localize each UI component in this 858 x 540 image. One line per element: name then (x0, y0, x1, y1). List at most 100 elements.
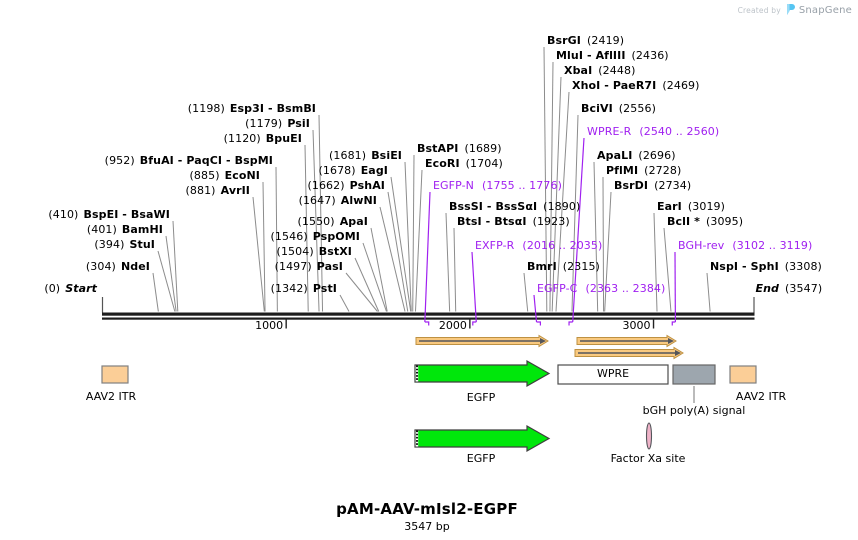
primer-label-egfp-c: EGFP-C(2363 .. 2384) (537, 282, 666, 295)
leader-line-bsssi-bsss-i (445, 212, 451, 312)
leader-line-psti (339, 294, 350, 312)
site-label-eari: EarI(3019) (657, 200, 726, 213)
backbone-bottom (102, 317, 755, 320)
leader-line-xbai (551, 76, 562, 312)
orf-arrow-head-3 (675, 350, 681, 356)
ruler-number-3000: 3000 (622, 318, 651, 332)
site-label-pflmi: PflMI(2728) (606, 164, 682, 177)
site-label-bamhi: (401)BamHI (86, 223, 163, 236)
leader-line-psii (312, 129, 320, 312)
leader-line-bsrdi (604, 191, 612, 312)
site-label-pshai: (1662)PshAI (307, 179, 385, 192)
site-label-bcivi: BciVI(2556) (581, 102, 656, 115)
feature-egfp-cds-1 (414, 359, 551, 388)
primer-leader-egfp-c (533, 294, 538, 323)
site-label-econi: (885)EcoNI (189, 169, 260, 182)
site-label-bmri: BmrI(2315) (527, 260, 600, 273)
feature-egfp-cds-2 (414, 424, 551, 453)
ruler-number-1000: 1000 (255, 318, 284, 332)
site-label-bsssi-bsss-i: BssSI - BssSαI(1890) (449, 200, 581, 213)
primer-bracket-exfp-r (472, 321, 477, 326)
end-label: End(3547) (755, 282, 823, 295)
site-label-pasi: (1497)PasI (274, 260, 343, 273)
leader-line-alwni (379, 206, 406, 312)
feature-label-bgh-poly-a: bGH poly(A) signal (642, 404, 746, 417)
leader-line-econi (262, 181, 266, 312)
leader-line-pshai (387, 191, 409, 312)
site-label-pspomi: (1546)PspOMI (270, 230, 360, 243)
leader-line-bstapi (412, 154, 415, 312)
feature-aav2-itr-right (729, 365, 757, 384)
primer-bracket-wpre-r (568, 321, 573, 326)
plasmid-name: pAM-AAV-mIsl2-EGPF (336, 500, 518, 518)
site-label-xbai: XbaI(2448) (564, 64, 636, 77)
credit-prefix-text: Created by (737, 5, 781, 15)
feature-aav2-itr-left (101, 365, 129, 384)
site-label-btsi-bts-i: BtsI - BtsαI(1923) (457, 215, 570, 228)
leader-line-xhoi-paer7i (555, 91, 570, 312)
feature-bgh-poly-a (672, 364, 716, 385)
leader-line-bcli (663, 227, 672, 312)
leader-line-bamhi (165, 235, 177, 312)
snapgene-logo-icon (786, 4, 795, 15)
leader-line-ecori (414, 169, 423, 312)
primer-leader-exfp-r (471, 251, 477, 323)
feature-wpre (557, 364, 669, 385)
leader-line-bfuai-paqci-bspmi (275, 166, 278, 312)
leader-line-pasi (345, 272, 378, 312)
snapgene-credit: Created by SnapGene (738, 4, 852, 16)
primer-bracket-egfp-c (536, 321, 541, 326)
site-label-bcli: BclI *(3095) (667, 215, 744, 228)
leader-line-ndei (152, 272, 159, 312)
site-label-xhoi-paer7i: XhoI - PaeR7I(2469) (572, 79, 700, 92)
site-label-mlui-afliii: MluI - AflIII(2436) (556, 49, 669, 62)
leader-line-esp3i-bsmbi (318, 114, 324, 312)
leader-line-mlui-afliii (549, 61, 554, 312)
plasmid-title-block: pAM-AAV-mIsl2-EGPF 3547 bp (336, 500, 518, 533)
leader-line-nspi-sphi (706, 272, 711, 312)
site-label-ndei: (304)NdeI (85, 260, 150, 273)
site-label-alwni: (1647)AlwNI (298, 194, 377, 207)
leader-line-bpuei (304, 144, 309, 312)
backbone-top (102, 312, 755, 316)
primer-label-wpre-r: WPRE-R(2540 .. 2560) (587, 125, 720, 138)
site-label-avrii: (881)AvrII (185, 184, 250, 197)
leader-line-eagi (390, 176, 412, 312)
leader-line-pflmi (602, 176, 605, 312)
feature-label-wpre: WPRE (596, 367, 630, 380)
feature-label-factor-xa-site: Factor Xa site (610, 452, 686, 465)
site-label-psii: (1179)PsiI (245, 117, 310, 130)
orf-arrow-head-1 (540, 338, 546, 344)
primer-bracket-egfp-n (424, 321, 430, 326)
leader-line-avrii (252, 196, 265, 312)
plasmid-length: 3547 bp (404, 520, 450, 533)
feature-factor-xa-site (645, 422, 653, 450)
leader-line-bcivi (571, 114, 579, 312)
leader-line-bspei-bsawi (172, 220, 179, 312)
site-label-stui: (394)StuI (94, 238, 155, 251)
leader-line-apai (370, 227, 388, 312)
site-label-bstxi: (1504)BstXI (276, 245, 352, 258)
site-label-bspei-bsawi: (410)BspEI - BsaWI (48, 208, 170, 221)
start-label: (0)Start (44, 282, 97, 295)
credit-brand-text: SnapGene (798, 4, 852, 16)
site-label-apai: (1550)ApaI (297, 215, 368, 228)
leader-line-btsi-bts-i (453, 227, 457, 312)
feature-label-aav2-itr-right: AAV2 ITR (735, 390, 787, 403)
leader-line-bmri (523, 272, 529, 312)
feature-label-egfp-cds-2: EGFP (466, 452, 496, 465)
site-label-bsrgi: BsrGI(2419) (547, 34, 625, 47)
leader-line-bsrgi (543, 46, 548, 312)
primer-label-exfp-r: EXFP-R(2016 .. 2035) (475, 239, 603, 252)
ruler-number-2000: 2000 (438, 318, 467, 332)
site-label-bsiei: (1681)BsiEI (329, 149, 402, 162)
site-label-apali: ApaLI(2696) (597, 149, 676, 162)
site-label-esp3i-bsmbi: (1198)Esp3I - BsmBI (187, 102, 316, 115)
orf-arrow-head-2 (668, 338, 674, 344)
site-label-psti: (1342)PstI (270, 282, 337, 295)
leader-line-bstxi (354, 257, 380, 312)
feature-label-aav2-itr-left: AAV2 ITR (85, 390, 137, 403)
leader-line-apali (593, 161, 599, 312)
site-label-ecori: EcoRI(1704) (425, 157, 503, 170)
